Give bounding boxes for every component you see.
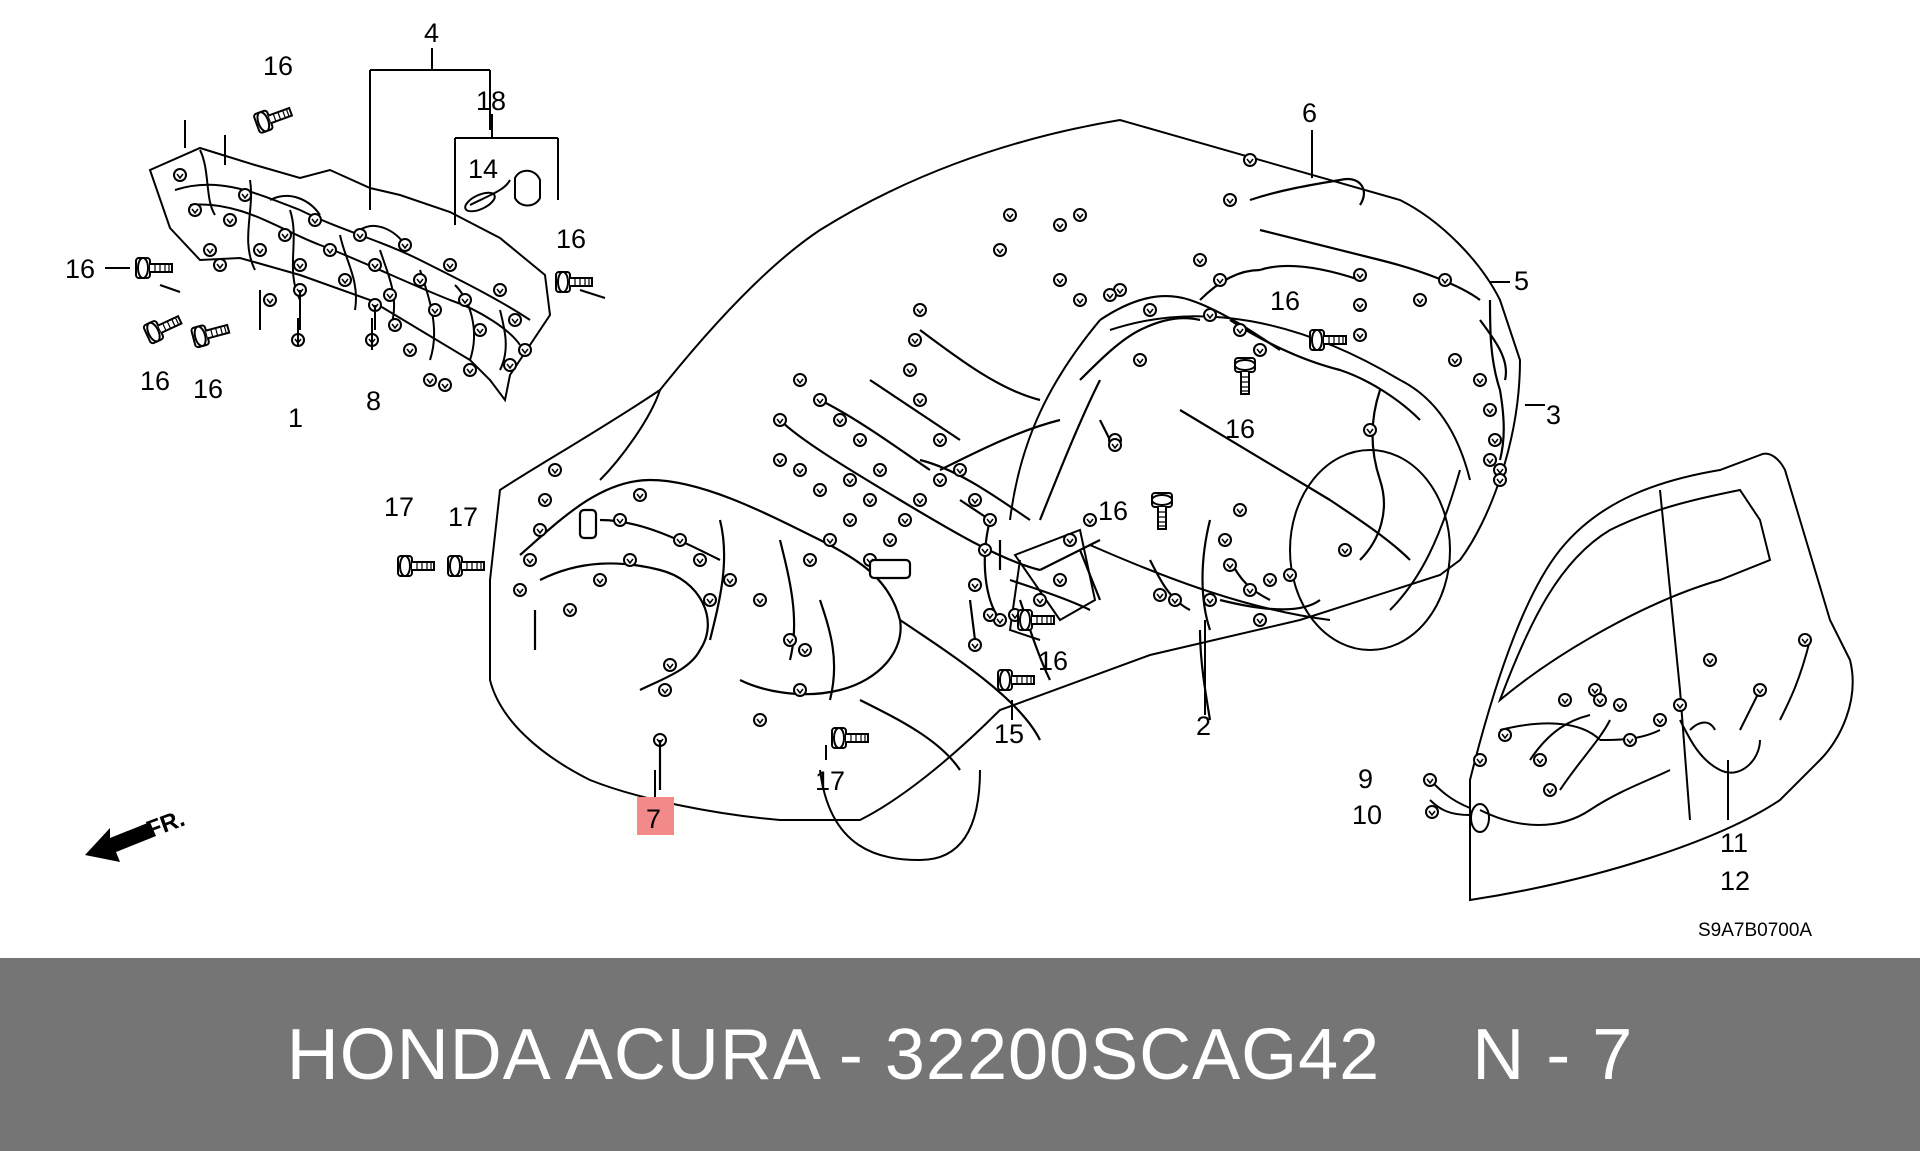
part-title: HONDA ACURA - 32200SCAG42 bbox=[286, 1014, 1381, 1095]
callout-4: 4 bbox=[424, 18, 439, 48]
callout-8: 8 bbox=[366, 386, 381, 416]
leader-lines bbox=[297, 130, 1729, 820]
callout-16: 16 bbox=[1270, 286, 1300, 316]
callout-16: 16 bbox=[193, 374, 223, 404]
callout-11: 11 bbox=[1720, 828, 1748, 858]
callout-2: 2 bbox=[1196, 711, 1211, 741]
callout-16: 16 bbox=[1098, 496, 1128, 526]
callout-10: 10 bbox=[1352, 800, 1382, 830]
callout-7: 7 bbox=[646, 804, 661, 834]
callout-16: 16 bbox=[556, 224, 586, 254]
wiring-harness-diagram: 16 4 18 14 16 16 16 16 1 8 6 5 16 16 3 1… bbox=[65, 18, 1854, 941]
drawing-code: S9A7B0700A bbox=[1698, 920, 1812, 941]
callout-labels: 16 4 18 14 16 16 16 16 1 8 6 5 16 16 3 1… bbox=[65, 18, 1750, 896]
callout-9: 9 bbox=[1358, 764, 1373, 794]
reference-label: N - 7 bbox=[1472, 1014, 1634, 1095]
footer-bar: HONDA ACURA - 32200SCAG42 N - 7 bbox=[0, 958, 1920, 1151]
callout-12: 12 bbox=[1720, 866, 1750, 896]
door-harness bbox=[1423, 452, 1854, 902]
callout-3: 3 bbox=[1546, 400, 1561, 430]
callout-17: 17 bbox=[815, 766, 845, 796]
front-direction-arrow: FR. bbox=[85, 805, 188, 862]
callout-16: 16 bbox=[263, 51, 293, 81]
callout-1: 1 bbox=[288, 403, 303, 433]
main-harness bbox=[396, 152, 1508, 790]
callout-16: 16 bbox=[140, 366, 170, 396]
dashboard-harness bbox=[105, 101, 606, 403]
callout-17: 17 bbox=[448, 502, 478, 532]
callout-5: 5 bbox=[1514, 266, 1529, 296]
callout-6: 6 bbox=[1302, 98, 1317, 128]
callout-16: 16 bbox=[1225, 414, 1255, 444]
callout-18: 18 bbox=[476, 86, 506, 116]
callout-brackets bbox=[369, 48, 559, 225]
callout-15: 15 bbox=[994, 719, 1024, 749]
callout-16: 16 bbox=[65, 254, 95, 284]
callout-17: 17 bbox=[384, 492, 414, 522]
callout-14: 14 bbox=[468, 154, 498, 184]
highlight-box bbox=[637, 797, 674, 835]
direction-label: FR. bbox=[143, 805, 189, 844]
callout-16: 16 bbox=[1038, 646, 1068, 676]
